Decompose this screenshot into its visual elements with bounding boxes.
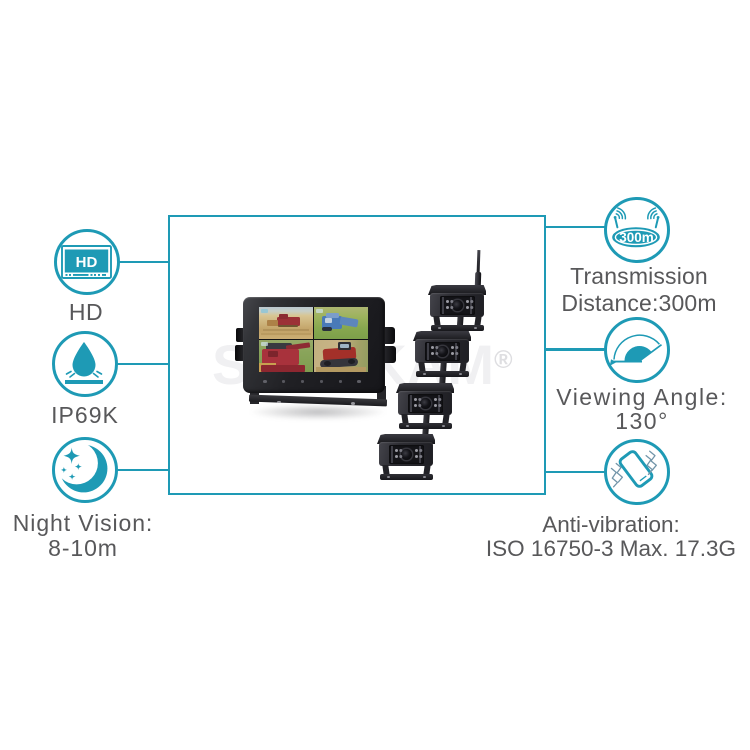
svg-text:300m: 300m: [619, 230, 654, 245]
svg-text:HD: HD: [75, 254, 97, 271]
